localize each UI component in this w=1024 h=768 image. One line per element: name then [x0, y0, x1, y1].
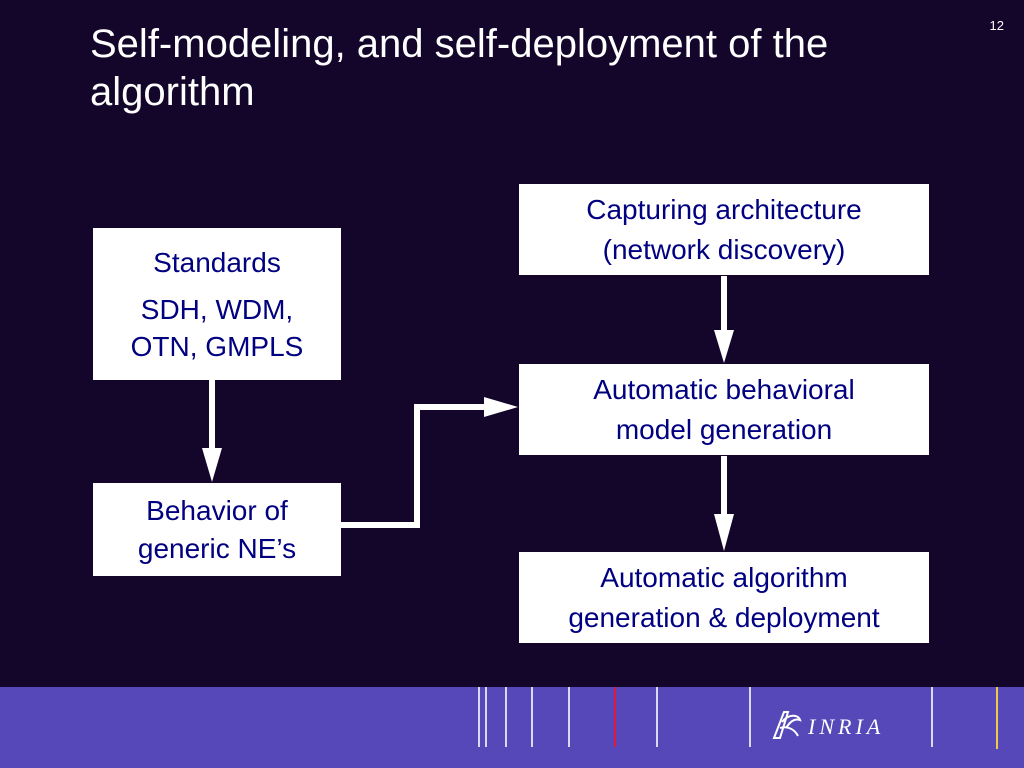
inria-logo-icon	[770, 708, 804, 747]
arrow-standards-to-behavior	[202, 380, 222, 482]
model-gen-line-1: Automatic behavioral	[593, 373, 855, 405]
slide-title: Self-modeling, and self-deployment of th…	[90, 22, 829, 114]
footer-divider	[505, 687, 507, 747]
capturing-architecture-box: Capturing architecture (network discover…	[519, 184, 929, 275]
algo-gen-line-1: Automatic algorithm	[600, 561, 848, 593]
arrow-behavior-to-model	[341, 397, 518, 528]
footer-divider	[485, 687, 487, 747]
footer-bar: INRIA	[0, 687, 1024, 768]
standards-heading: Standards	[153, 247, 281, 278]
footer-divider-yellow	[996, 687, 998, 749]
footer-divider	[931, 687, 933, 747]
arrow-capturing-to-model	[714, 276, 734, 363]
standards-line-1: SDH, WDM,	[140, 294, 294, 325]
capturing-line-1: Capturing architecture	[586, 193, 862, 225]
footer-divider	[656, 687, 658, 747]
behavior-line-1: Behavior of	[146, 494, 288, 526]
inria-logo-text: INRIA	[808, 714, 885, 739]
behavior-line-2: generic NE’s	[137, 532, 297, 564]
standards-box: Standards SDH, WDM, OTN, GMPLS	[93, 228, 341, 380]
standards-line-2: OTN, GMPLS	[130, 331, 304, 362]
footer-divider	[749, 687, 751, 747]
footer-divider	[568, 687, 570, 747]
footer-divider	[531, 687, 533, 747]
model-gen-line-2: model generation	[615, 413, 833, 445]
behavior-box: Behavior of generic NE’s	[93, 483, 341, 576]
algo-gen-line-2: generation & deployment	[568, 601, 880, 633]
model-generation-box: Automatic behavioral model generation	[519, 364, 929, 455]
capturing-line-2: (network discovery)	[602, 233, 846, 265]
algorithm-generation-box: Automatic algorithm generation & deploym…	[519, 552, 929, 643]
page-number: 12	[989, 18, 1004, 33]
arrow-model-to-algorithm	[714, 456, 734, 551]
footer-divider	[478, 687, 480, 747]
footer-divider-red	[614, 687, 616, 747]
diagram-arrows	[202, 276, 734, 551]
inria-logo: INRIA	[770, 707, 884, 747]
